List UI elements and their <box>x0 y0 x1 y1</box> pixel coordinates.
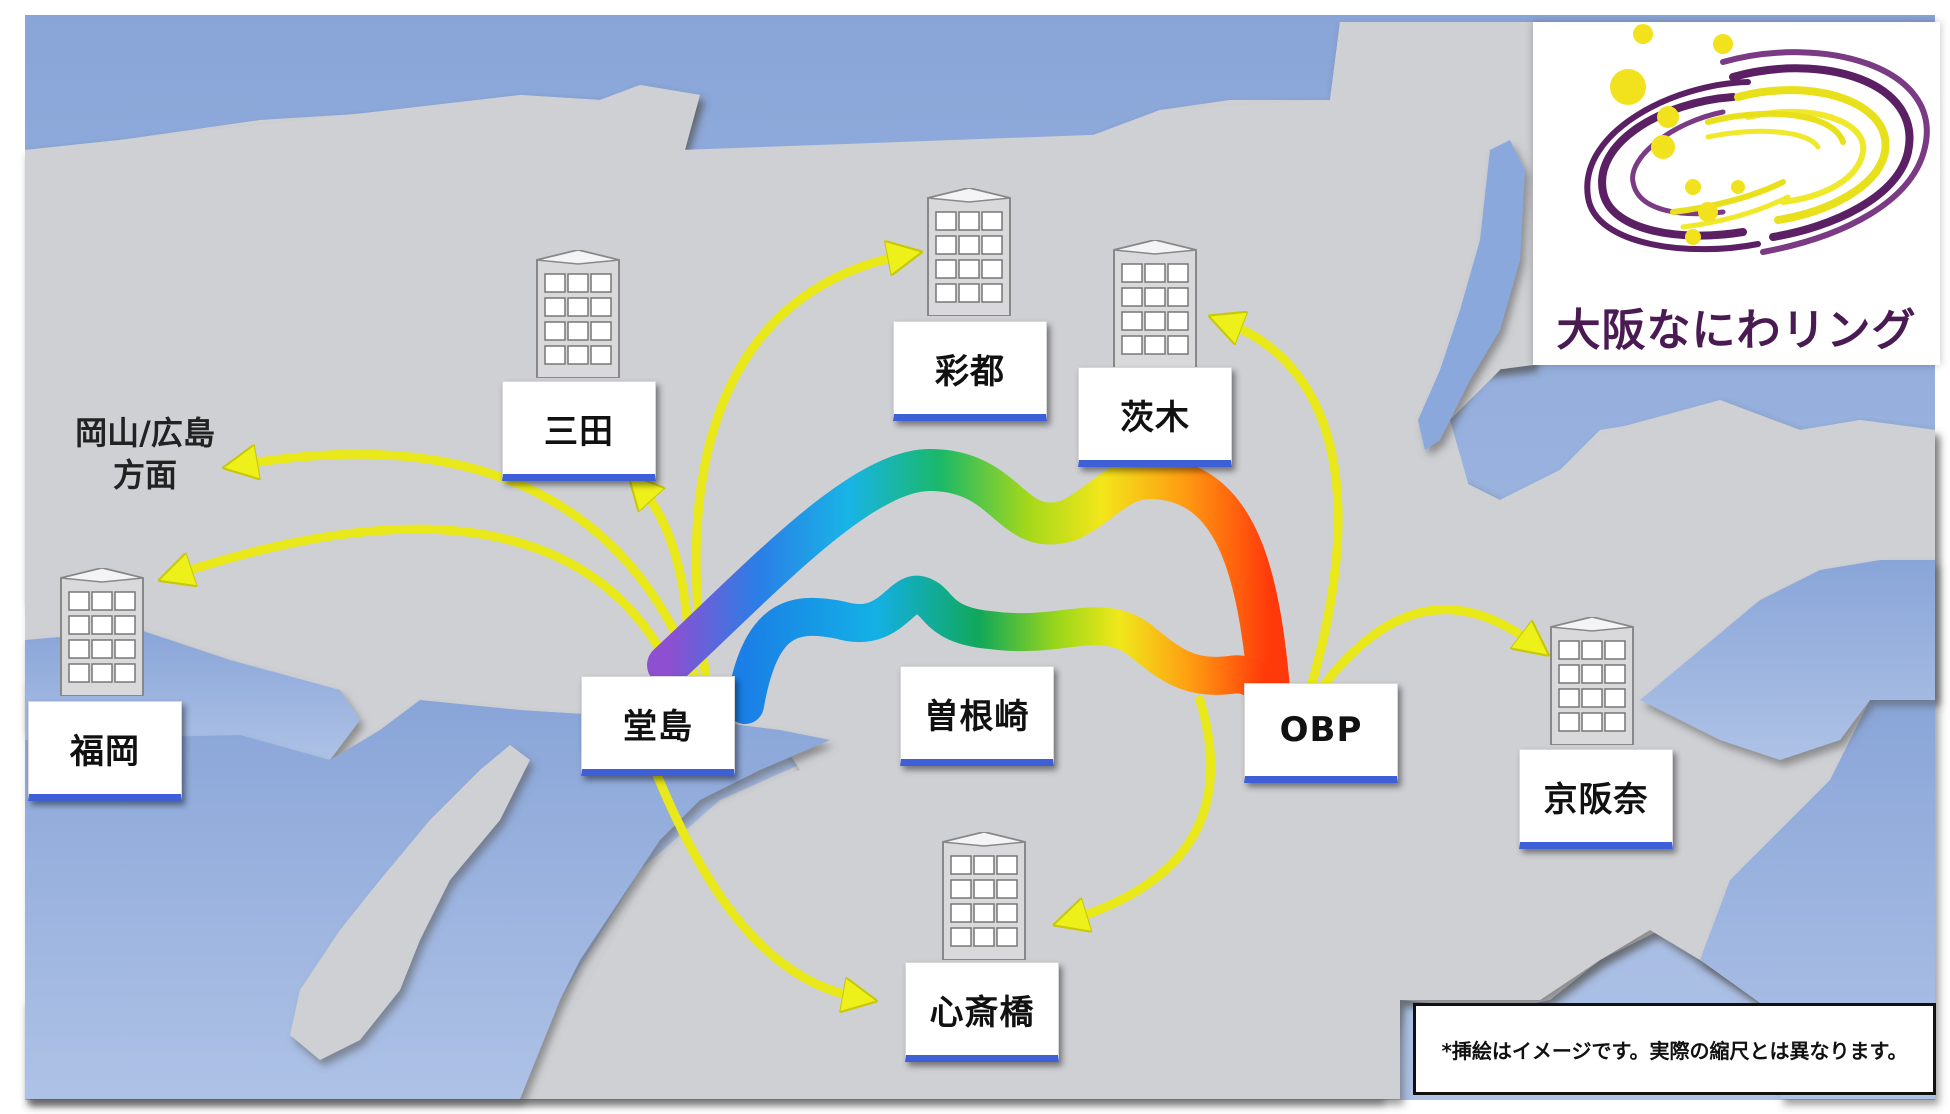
node-label-sanda: 三田 <box>502 381 656 481</box>
direction-label-line1: 岡山/広島 <box>75 414 215 452</box>
arrow-obp-keihanna <box>1315 605 1535 695</box>
arrow-obp-shinsaibashi <box>1070 695 1216 920</box>
node-label-dojima: 堂島 <box>581 676 735 776</box>
sea-bay-east <box>1640 560 1935 760</box>
arrow-dojima-okayama <box>240 454 705 695</box>
rainbow-route-inner <box>726 575 1284 724</box>
node-label-sonezaki: 曽根崎 <box>900 666 1054 766</box>
direction-label: 岡山/広島 方面 <box>55 412 235 496</box>
rainbow-route-outer <box>647 449 1291 721</box>
node-label-fukuoka: 福岡 <box>28 701 182 801</box>
node-label-keihanna: 京阪奈 <box>1519 749 1673 849</box>
arrow-obp-ibaraki <box>1225 322 1343 695</box>
building-icon-shinsaibashi <box>942 832 1026 960</box>
lake-biwa <box>1418 140 1525 450</box>
building-icon-keihanna <box>1550 617 1634 745</box>
awaji-island <box>290 745 530 1060</box>
logo-ring-graphic <box>1584 24 1930 255</box>
disclaimer-note: *挿絵はイメージです。実際の縮尺とは異なります。 <box>1413 1003 1936 1095</box>
node-label-saito: 彩都 <box>893 321 1047 421</box>
sea-inlet-east <box>1700 700 1935 1099</box>
building-icon-fukuoka <box>60 568 144 696</box>
direction-label-line2: 方面 <box>112 456 177 494</box>
logo-panel: 大阪なにわリング <box>1533 22 1940 365</box>
arrow-dojima-saito <box>691 255 905 695</box>
building-icon-sanda <box>536 250 620 378</box>
arrow-dojima-shinsaibashi <box>650 765 860 998</box>
arrow-dojima-fukuoka <box>175 524 685 695</box>
building-icon-saito <box>927 188 1011 316</box>
node-label-ibaraki: 茨木 <box>1078 367 1232 467</box>
node-label-obp: OBP <box>1244 683 1398 783</box>
building-icon-ibaraki <box>1113 240 1197 368</box>
logo-text: 大阪なにわリング <box>1556 305 1917 356</box>
node-label-shinsaibashi: 心斎橋 <box>905 962 1059 1062</box>
